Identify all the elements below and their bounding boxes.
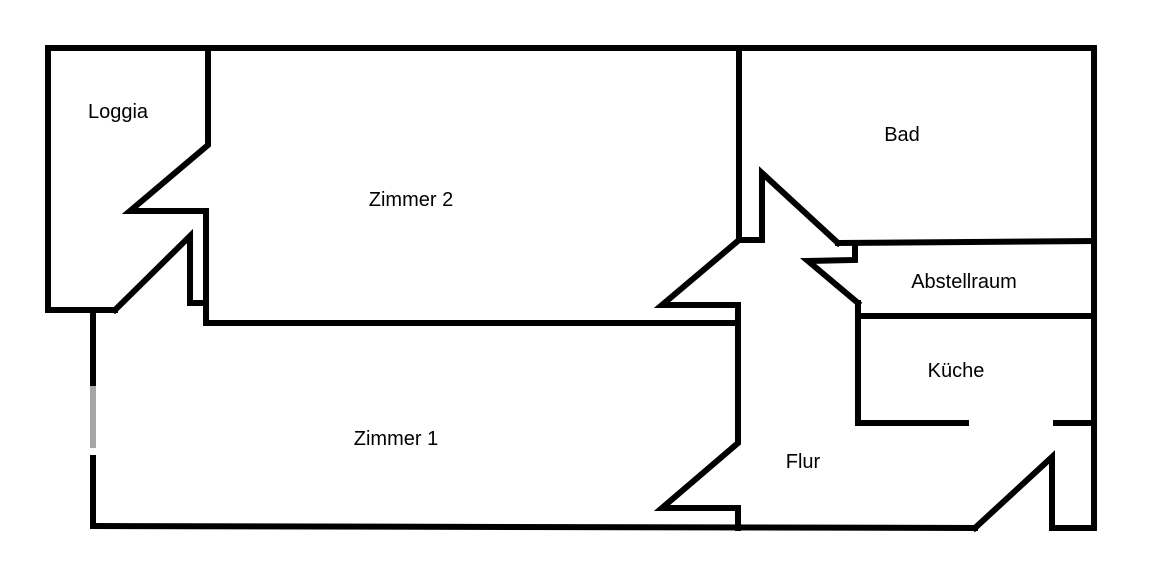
wall-zimmer1-flur — [653, 320, 741, 531]
wall-zimmer2-bad — [736, 45, 843, 248]
wall-bad-abstellraum — [834, 237, 1098, 247]
room-label-flur: Flur — [786, 451, 821, 473]
room-label-kueche: Küche — [928, 360, 985, 382]
kueche-left-wall — [855, 300, 969, 426]
outer-wall-bottom — [89, 522, 979, 532]
loggia-door-leaf — [110, 228, 209, 315]
zimmer2-left-wall — [121, 45, 211, 326]
entrance-door-leaf — [970, 450, 1097, 533]
room-label-bad: Bad — [884, 124, 920, 146]
loggia-wall — [45, 45, 118, 313]
abstellraum-door-leaf — [799, 240, 863, 308]
zimmer2-door-leaf — [653, 235, 744, 326]
room-label-abstellraum: Abstellraum — [911, 271, 1017, 293]
room-label-zimmer1: Zimmer 1 — [354, 428, 438, 450]
room-label-loggia: Loggia — [88, 101, 149, 123]
room-label-zimmer2: Zimmer 2 — [369, 189, 453, 211]
